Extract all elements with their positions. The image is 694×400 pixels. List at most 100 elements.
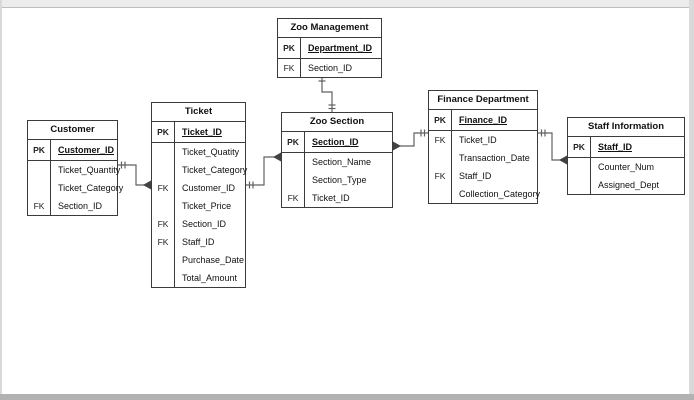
key-column-divider <box>451 110 452 203</box>
key-column-divider <box>50 140 51 215</box>
attribute-name: Customer_ID <box>58 145 115 155</box>
attribute-name: Purchase_Date <box>182 255 245 265</box>
attribute-name: Ticket_ID <box>459 135 497 145</box>
key-label: FK <box>287 193 299 203</box>
attribute-name: Ticket_Category <box>182 165 248 175</box>
key-label: FK <box>157 219 169 229</box>
attribute-name: Section_Type <box>312 175 367 185</box>
attribute-name: Assigned_Dept <box>598 180 660 190</box>
key-label: FK <box>434 135 446 145</box>
attribute-name: Staff_ID <box>598 142 633 152</box>
attribute-name: Ticket_Quantity <box>58 165 121 175</box>
key-label: PK <box>157 127 169 137</box>
key-label: PK <box>283 43 295 53</box>
primary-key-row: PK Department_ID <box>278 38 381 59</box>
attribute-name: Customer_ID <box>182 183 236 193</box>
key-label: FK <box>157 237 169 247</box>
connector-finance-department-to-staff-information[interactable] <box>538 132 567 161</box>
attribute-row: Ticket_Quatity <box>152 143 245 161</box>
attribute-row: Assigned_Dept <box>568 176 684 194</box>
key-column-divider <box>590 137 591 194</box>
entity-title: Finance Department <box>429 91 537 110</box>
primary-key-row: PK Staff_ID <box>568 137 684 158</box>
attribute-name: Finance_ID <box>459 115 508 125</box>
attribute-name: Ticket_Price <box>182 201 232 211</box>
key-label: PK <box>287 137 299 147</box>
attribute-name: Collection_Category <box>459 189 541 199</box>
attribute-name: Staff_ID <box>459 171 492 181</box>
attribute-name: Ticket_ID <box>182 127 222 137</box>
connector-zoo-management-to-zoo-section[interactable] <box>321 74 333 112</box>
attribute-name: Transaction_Date <box>459 153 530 163</box>
attribute-name: Section_ID <box>58 201 103 211</box>
attribute-row: Ticket_Category <box>152 161 248 179</box>
connector-finance-department-to-zoo-section[interactable] <box>393 132 428 147</box>
page-frame-top <box>0 0 694 8</box>
attribute-name: Section_Name <box>312 157 372 167</box>
attribute-name: Ticket_ID <box>312 193 350 203</box>
connector-customer-to-ticket[interactable] <box>118 164 151 186</box>
key-column-divider <box>174 122 175 287</box>
attribute-row: FK Section_ID <box>28 197 117 215</box>
attribute-row: FK Ticket_ID <box>282 189 392 207</box>
primary-key-row: PK Customer_ID <box>28 140 117 161</box>
entity-attribute-list: PK Department_ID FK Section_ID <box>278 38 381 77</box>
entity-title: Zoo Management <box>278 19 381 38</box>
page-frame-bottom <box>0 394 694 400</box>
attribute-row: FK Ticket_ID <box>429 131 537 149</box>
attribute-row: Ticket_Category <box>28 179 123 197</box>
attribute-name: Section_ID <box>308 63 353 73</box>
key-column-divider <box>304 132 305 207</box>
key-label: FK <box>283 63 295 73</box>
attribute-name: Staff_ID <box>182 237 215 247</box>
key-label: FK <box>157 183 169 193</box>
attribute-name: Section_ID <box>312 137 359 147</box>
attribute-row: FK Staff_ID <box>429 167 537 185</box>
attribute-row: Ticket_Price <box>152 197 245 215</box>
attribute-name: Counter_Num <box>598 162 655 172</box>
key-label: FK <box>434 171 446 181</box>
key-label: PK <box>573 142 585 152</box>
entity-title: Zoo Section <box>282 113 392 132</box>
key-label: FK <box>33 201 45 211</box>
entity-title: Customer <box>28 121 117 140</box>
attribute-name: Section_ID <box>182 219 227 229</box>
page-frame-right <box>689 0 694 400</box>
attribute-row: Section_Name <box>282 153 392 171</box>
attribute-row: FK Section_ID <box>152 215 245 233</box>
page-frame-left <box>0 0 2 400</box>
entity-title: Staff Information <box>568 118 684 137</box>
key-column-divider <box>300 38 301 77</box>
key-label: PK <box>434 115 446 125</box>
attribute-row: FK Section_ID <box>278 59 381 77</box>
attribute-row: Total_Amount <box>152 269 245 287</box>
primary-key-row: PK Ticket_ID <box>152 122 245 143</box>
attribute-row: Counter_Num <box>568 158 684 176</box>
attribute-row: FK Customer_ID <box>152 179 245 197</box>
primary-key-row: PK Section_ID <box>282 132 392 153</box>
attribute-name: Ticket_Quatity <box>182 147 240 157</box>
attribute-row: FK Staff_ID <box>152 233 245 251</box>
primary-key-row: PK Finance_ID <box>429 110 537 131</box>
attribute-row: Purchase_Date <box>152 251 245 269</box>
key-label: PK <box>33 145 45 155</box>
attribute-row: Ticket_Quantity <box>28 161 121 179</box>
entity-title: Ticket <box>152 103 245 122</box>
connector-ticket-to-zoo-section[interactable] <box>246 156 281 186</box>
attribute-row: Transaction_Date <box>429 149 537 167</box>
attribute-name: Total_Amount <box>182 273 238 283</box>
attribute-name: Department_ID <box>308 43 373 53</box>
attribute-name: Ticket_Category <box>58 183 124 193</box>
